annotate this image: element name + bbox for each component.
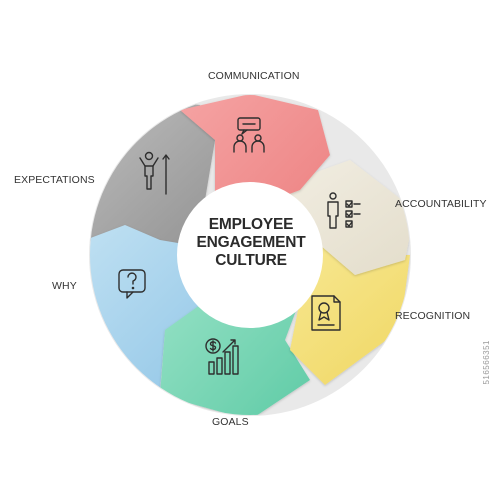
center-hub xyxy=(177,182,323,328)
segment-communication[interactable] xyxy=(180,94,330,255)
label-communication: COMMUNICATION xyxy=(208,70,300,82)
person-raising-arm-icon xyxy=(139,151,170,195)
people-talking-icon xyxy=(233,117,265,153)
stock-id-watermark: 516566351 xyxy=(482,340,491,385)
center-title: EMPLOYEE ENGAGEMENT CULTURE xyxy=(178,216,324,270)
center-title-line-2: ENGAGEMENT xyxy=(196,234,306,251)
label-goals: GOALS xyxy=(212,416,249,428)
label-accountability: ACCOUNTABILITY xyxy=(395,198,487,210)
label-expectations: EXPECTATIONS xyxy=(14,174,95,186)
label-recognition: RECOGNITION xyxy=(395,310,471,322)
certificate-icon xyxy=(311,295,341,331)
question-bubble-icon xyxy=(118,269,146,299)
center-title-line-1: EMPLOYEE xyxy=(208,216,294,233)
dollar-chart-icon xyxy=(205,338,239,375)
person-checklist-icon xyxy=(327,192,361,229)
center-title-line-3: CULTURE xyxy=(215,252,287,269)
label-why: WHY xyxy=(52,280,77,292)
